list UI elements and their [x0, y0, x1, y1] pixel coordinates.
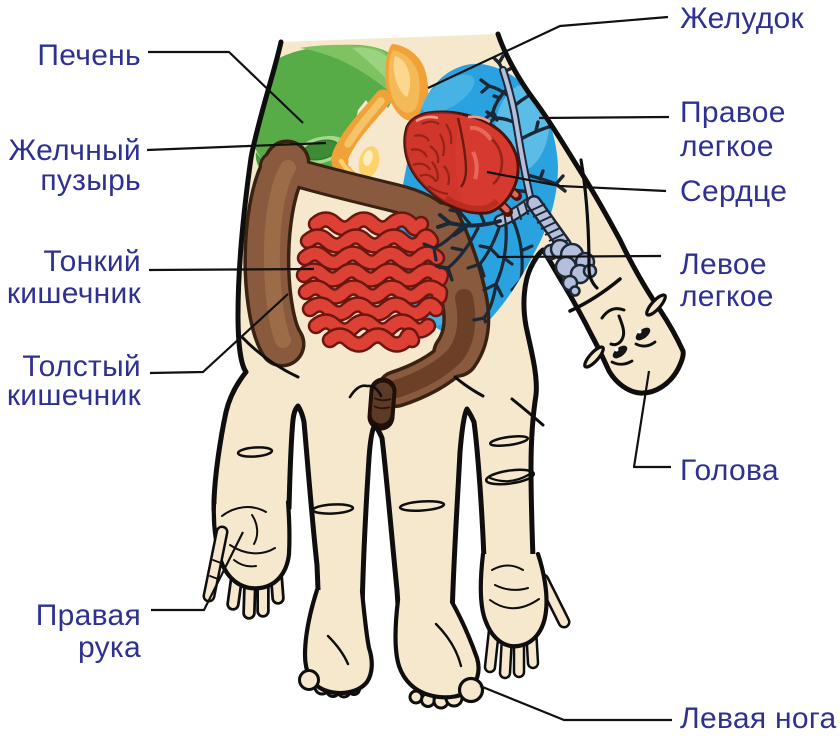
svg-text:Левое: Левое: [680, 248, 767, 281]
svg-text:Печень: Печень: [37, 39, 141, 72]
svg-text:Желудок: Желудок: [680, 2, 805, 35]
svg-text:Желчный: Желчный: [9, 134, 142, 167]
svg-text:Правая: Правая: [36, 599, 141, 632]
svg-text:Правое: Правое: [680, 96, 786, 129]
svg-text:Голова: Голова: [680, 454, 779, 487]
svg-text:пузырь: пузырь: [40, 164, 141, 197]
svg-text:Толстый: Толстый: [22, 350, 141, 383]
svg-text:Левая нога: Левая нога: [680, 702, 836, 735]
svg-text:Тонкий: Тонкий: [43, 245, 141, 278]
svg-text:Сердце: Сердце: [680, 175, 787, 208]
svg-text:кишечник: кишечник: [7, 277, 142, 310]
svg-text:кишечник: кишечник: [7, 379, 142, 412]
svg-text:легкое: легкое: [680, 280, 774, 313]
svg-text:легкое: легкое: [680, 130, 774, 163]
svg-text:рука: рука: [78, 631, 141, 664]
